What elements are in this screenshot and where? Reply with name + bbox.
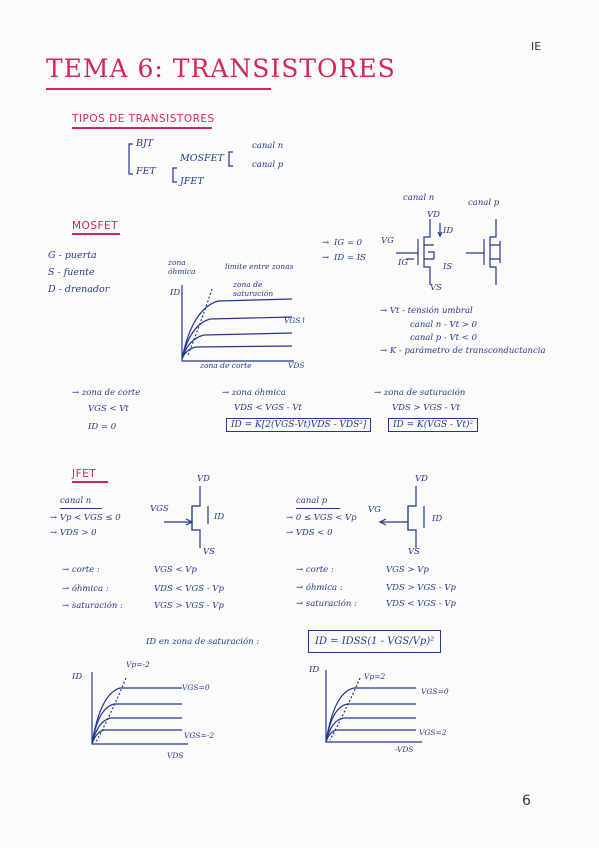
symbol-vd: VD	[427, 210, 440, 220]
mosfet-eq-ig: IG = 0	[334, 238, 363, 248]
mosfet-terminal-s: S - fuente	[48, 267, 95, 278]
jfet-graph-p-ylabel: ID	[309, 665, 320, 675]
page-number: 6	[522, 793, 531, 809]
zone-ohmica-cond: VDS < VGS - Vt	[234, 403, 302, 413]
jfet-p-ohmica-cond: VDS > VGS - Vp	[386, 583, 456, 593]
jfet-graph-n-ylabel: ID	[72, 672, 83, 682]
symbol-canal-p-label: canal p	[468, 198, 500, 208]
jfet-n-saturacion: → saturación :	[62, 601, 123, 611]
jfet-n-ohmica-cond: VDS < VGS - Vp	[154, 584, 224, 594]
mosfet-heading: MOSFET	[72, 220, 119, 232]
jfet-graph-p	[325, 670, 422, 743]
mosfet-eq-arrow-1: →	[322, 238, 330, 248]
jfet-graph-n-vp: Vp=-2	[126, 660, 150, 669]
tipos-tree-brackets	[128, 143, 233, 183]
jfet-heading: JFET	[72, 468, 97, 480]
page-title: TEMA 6: TRANSISTORES	[46, 54, 396, 83]
jfet-n-symbol	[164, 486, 209, 548]
note-k: → K - parámetro de transconductancia	[380, 346, 546, 356]
title-underline	[46, 88, 271, 90]
zone-corte-cond: VGS < Vt	[88, 404, 129, 414]
jfet-p-ohmica: → óhmica :	[296, 583, 343, 593]
jfet-canal-n-label: canal n	[60, 496, 92, 506]
graph-zona-saturacion: zona de saturación	[233, 280, 274, 298]
corner-mark: IE	[531, 40, 542, 53]
zone-saturacion-title: → zona de saturación	[374, 388, 466, 398]
jfet-p-id: ID	[432, 514, 443, 524]
mosfet-terminal-g: G - puerta	[48, 250, 97, 261]
symbol-ig: IG	[398, 258, 409, 268]
jfet-n-vgs: VGS	[150, 504, 169, 514]
symbol-vs: VS	[430, 283, 442, 293]
zone-corte-title: → zona de corte	[72, 388, 141, 398]
jfet-graph-n-bottom: VGS=-2	[184, 731, 215, 740]
jfet-canal-p-underline	[296, 508, 340, 509]
jfet-p-saturacion-cond: VDS < VGS - Vp	[386, 599, 456, 609]
note-canal-n: canal n - Vt > 0	[410, 320, 478, 330]
graph-curve-label: VGS↑	[284, 316, 307, 325]
mosfet-eq-arrow-2: →	[322, 253, 330, 263]
symbol-id: ID	[443, 226, 454, 236]
jfet-p-vs: VS	[408, 547, 420, 557]
zone-ohmica-result: ID = K[2(VGS-Vt)VDS - VDS²]	[226, 418, 372, 432]
zone-corte-result: ID = 0	[88, 422, 117, 432]
jfet-graph-n-xlabel: VDS	[167, 751, 184, 760]
jfet-graph-p-xlabel: -VDS	[395, 745, 414, 754]
jfet-n-vs: VS	[203, 547, 215, 557]
jfet-canal-p-label: canal p	[296, 496, 328, 506]
jfet-n-saturacion-cond: VGS > VGS - Vp	[154, 601, 224, 611]
jfet-graph-n-top: VGS=0	[182, 683, 210, 692]
symbol-vg: VG	[381, 236, 394, 246]
jfet-n-cond-2: → VDS > 0	[50, 528, 97, 538]
jfet-graph-n	[91, 672, 188, 745]
symbol-canal-n-label: canal n	[403, 193, 435, 203]
tipo-fet: FET	[136, 166, 156, 177]
note-vt: → Vt - tensión umbral	[380, 306, 473, 316]
tipo-canal-n: canal n	[252, 141, 284, 151]
tipo-canal-p: canal p	[252, 160, 284, 170]
jfet-n-corte: → corte :	[62, 565, 100, 575]
tipos-heading: TIPOS DE TRANSISTORES	[72, 113, 215, 125]
jfet-graph-p-vp: Vp=2	[364, 672, 386, 681]
tipo-bjt: BJT	[136, 138, 154, 149]
jfet-p-saturacion: → saturación :	[296, 599, 357, 609]
jfet-n-vd: VD	[197, 474, 210, 484]
tipo-mosfet: MOSFET	[180, 153, 224, 164]
mosfet-eq-id: ID = IS	[334, 253, 366, 263]
jfet-p-corte-cond: VGS > Vp	[386, 565, 429, 575]
mosfet-symbols-drawing	[396, 219, 501, 285]
graph-ylabel: ID	[170, 288, 181, 298]
jfet-p-symbol	[378, 486, 425, 548]
jfet-n-cond-1: → Vp < VGS ≤ 0	[50, 513, 121, 523]
mosfet-heading-underline	[72, 233, 120, 235]
graph-xlabel: VDS	[288, 361, 305, 370]
jfet-p-vd: VD	[415, 474, 428, 484]
tipo-jfet: JFET	[180, 176, 204, 187]
jfet-saturation-label: ID en zona de saturación :	[146, 637, 260, 647]
jfet-p-corte: → corte :	[296, 565, 334, 575]
zone-saturacion-result: ID = K(VGS - Vt)²	[388, 418, 479, 432]
graph-limite: limite entre zonas	[225, 262, 294, 271]
jfet-heading-underline	[72, 481, 108, 483]
mosfet-terminal-d: D - drenador	[48, 284, 110, 295]
jfet-n-ohmica: → óhmica :	[62, 584, 109, 594]
jfet-p-cond-1: → 0 ≤ VGS < Vp	[286, 513, 357, 523]
zone-ohmica-title: → zona óhmica	[222, 388, 286, 398]
graph-zona-corte: zona de corte	[200, 361, 252, 370]
tipos-heading-underline	[72, 127, 212, 129]
symbol-is: IS	[443, 262, 453, 272]
jfet-saturation-eq: ID = IDSS(1 - VGS/Vp)²	[308, 630, 442, 653]
jfet-n-id: ID	[214, 512, 225, 522]
jfet-canal-n-underline	[60, 508, 102, 509]
jfet-p-vg: VG	[368, 505, 381, 515]
jfet-p-cond-2: → VDS < 0	[286, 528, 333, 538]
jfet-graph-p-bottom: VGS=2	[419, 728, 447, 737]
zone-saturacion-cond: VDS > VGS - Vt	[392, 403, 460, 413]
jfet-graph-p-top: VGS=0	[421, 687, 449, 696]
graph-zona-ohmica: zona óhmica	[168, 258, 196, 276]
note-canal-p: canal p - Vt < 0	[410, 333, 477, 343]
mosfet-output-graph	[181, 285, 294, 362]
jfet-n-corte-cond: VGS < Vp	[154, 565, 197, 575]
